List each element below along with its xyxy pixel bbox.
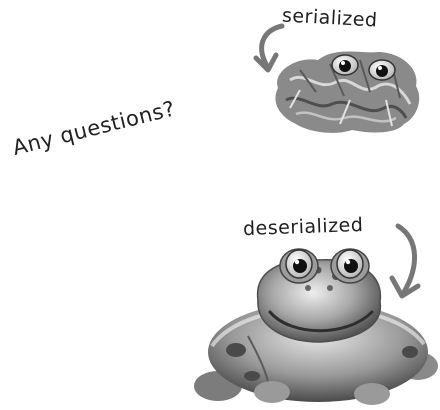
deflated-frog-image	[275, 51, 420, 133]
curved-arrow-top	[253, 23, 285, 73]
deserialized-label: deserialized	[242, 213, 364, 241]
inflated-frog-image	[194, 248, 438, 405]
curved-arrow-bottom	[389, 223, 421, 299]
